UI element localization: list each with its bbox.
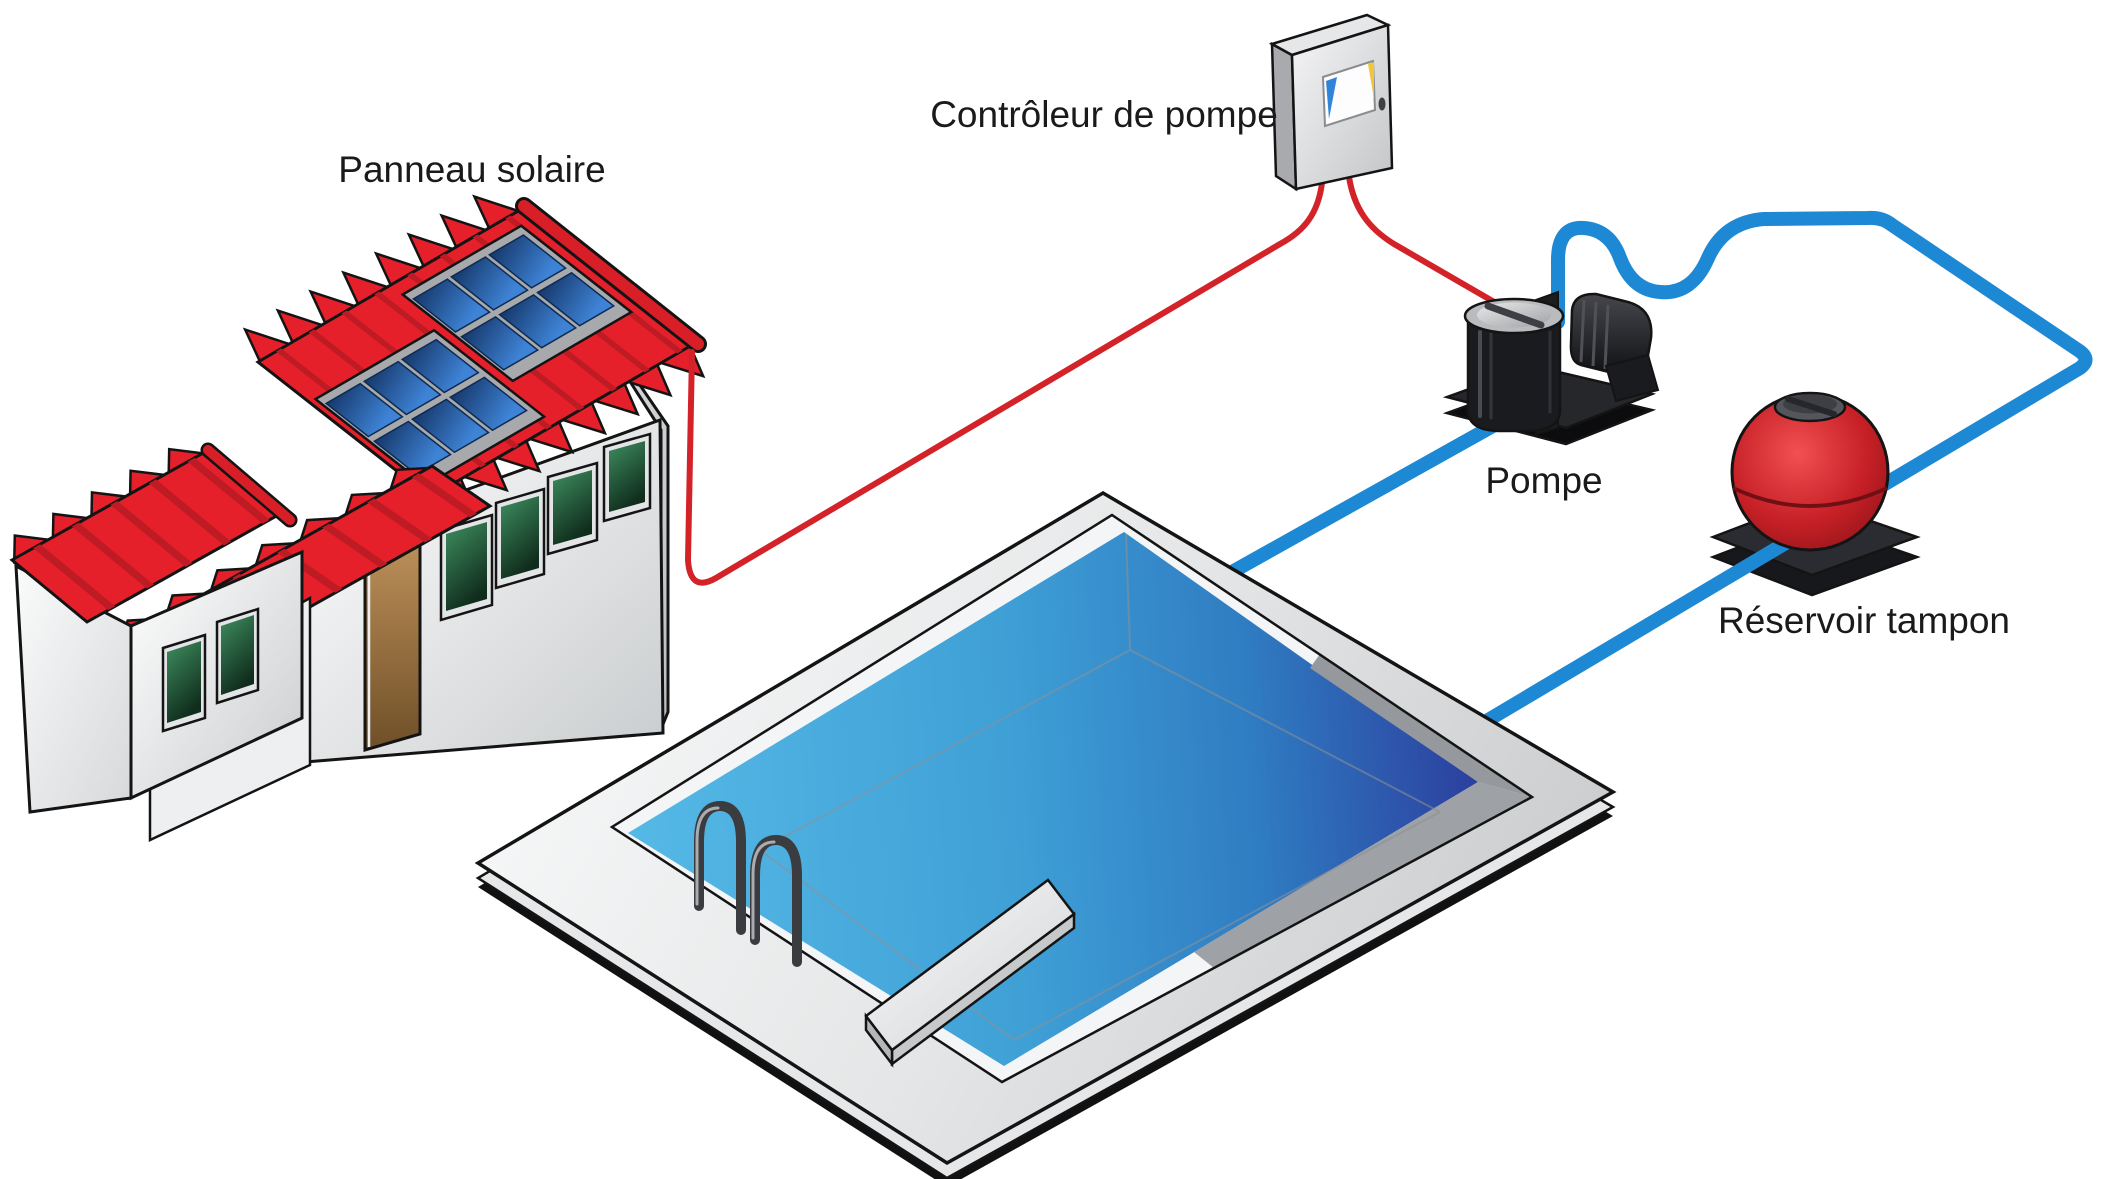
floor-line [759, 649, 1131, 851]
ladder-rail [750, 834, 802, 967]
pool-opening-outline [609, 513, 1535, 1084]
window-glass [609, 441, 645, 512]
window [602, 432, 652, 523]
water-pipes [1225, 210, 2093, 739]
buffer-tank [1730, 391, 1890, 552]
roof-rake-band [515, 197, 707, 353]
labels: Panneau solaire Contrôleur de pompe Pomp… [338, 94, 2010, 641]
label-solar-panel: Panneau solaire [338, 149, 605, 190]
window [439, 513, 494, 622]
solar-cell [326, 384, 402, 437]
solar-array-left [315, 330, 544, 485]
pool-ladder [694, 800, 802, 967]
floor-line [1125, 533, 1131, 651]
window [494, 487, 546, 590]
roof-ridge-corrugation [229, 187, 524, 365]
annex-roof [0, 438, 280, 622]
controller-display-blue [1326, 77, 1337, 119]
house-annex [0, 438, 302, 814]
solar-house [0, 187, 720, 842]
window-glass [167, 641, 201, 723]
label-pump: Pompe [1485, 460, 1602, 501]
pump-pot-highlights [1478, 330, 1552, 420]
pool-floor-lines [759, 533, 1441, 1041]
wire-controller-to-pump [1346, 174, 1511, 313]
solar-cell [412, 399, 488, 452]
tank-seam [1732, 486, 1888, 508]
wire-controller-to-panel [685, 180, 1325, 586]
solar-cell [450, 377, 526, 430]
window [215, 607, 260, 705]
motor-ridge [1603, 304, 1610, 370]
tank-cap-slot [1785, 396, 1837, 417]
pool-wall-shade-right [1310, 654, 1532, 797]
pump-motor-foot [1604, 353, 1660, 403]
motor-ridge [1591, 301, 1598, 367]
pipe-pool-to-pump [1225, 415, 1507, 579]
solar-cell [402, 340, 478, 393]
house-door [363, 538, 422, 752]
solar-cell [413, 279, 489, 332]
solar-cell [538, 273, 614, 326]
annex-rake-band [200, 442, 298, 528]
label-buffer-tank: Réservoir tampon [1718, 600, 2010, 641]
solar-cell [500, 295, 576, 348]
solar-cell [451, 257, 527, 310]
window-glass [221, 615, 254, 695]
window [161, 633, 207, 733]
control-wires [685, 174, 1511, 586]
pump-motor-ridges [1579, 299, 1610, 370]
motor-ridge [1579, 299, 1586, 363]
solar-array-frame [315, 330, 544, 485]
ladder-highlight [751, 840, 776, 940]
pool [474, 490, 1617, 1179]
house-windows [439, 432, 652, 622]
solar-cell [489, 235, 565, 288]
pump [1442, 290, 1660, 446]
pool-water [628, 532, 1478, 1066]
ladder-highlight [695, 806, 720, 906]
rake-red [518, 200, 704, 350]
diving-board [864, 878, 1076, 1068]
solar-cell [374, 421, 450, 474]
solar-cell [364, 362, 440, 415]
floor-line [1129, 649, 1441, 813]
window-glass [553, 470, 592, 545]
controller-display [1321, 59, 1377, 128]
rake-red [203, 445, 295, 525]
solar-array-right [403, 226, 632, 381]
floor-line [759, 849, 1015, 1041]
pool-wall-shade-front [1194, 782, 1532, 968]
solar-array-frame [403, 226, 632, 381]
pipe-pump-to-tank-to-pool [1461, 210, 2093, 739]
window-glass [501, 496, 539, 579]
window [546, 461, 599, 556]
ladder-rail [694, 800, 746, 935]
window-glass [446, 522, 487, 611]
roof-corrugation-shade [33, 457, 270, 611]
house-main-roof [229, 187, 720, 519]
controller-display-yellow [1368, 62, 1374, 99]
pump-controller [1268, 13, 1394, 192]
controller-handle [1378, 97, 1386, 111]
label-pump-controller: Contrôleur de pompe [930, 94, 1278, 135]
solar-cell [462, 317, 538, 370]
pump-lid-slot [1484, 302, 1545, 329]
roof-corrugation-shade [142, 473, 478, 669]
floor-line [1013, 811, 1441, 1041]
board-top [864, 878, 1076, 1052]
